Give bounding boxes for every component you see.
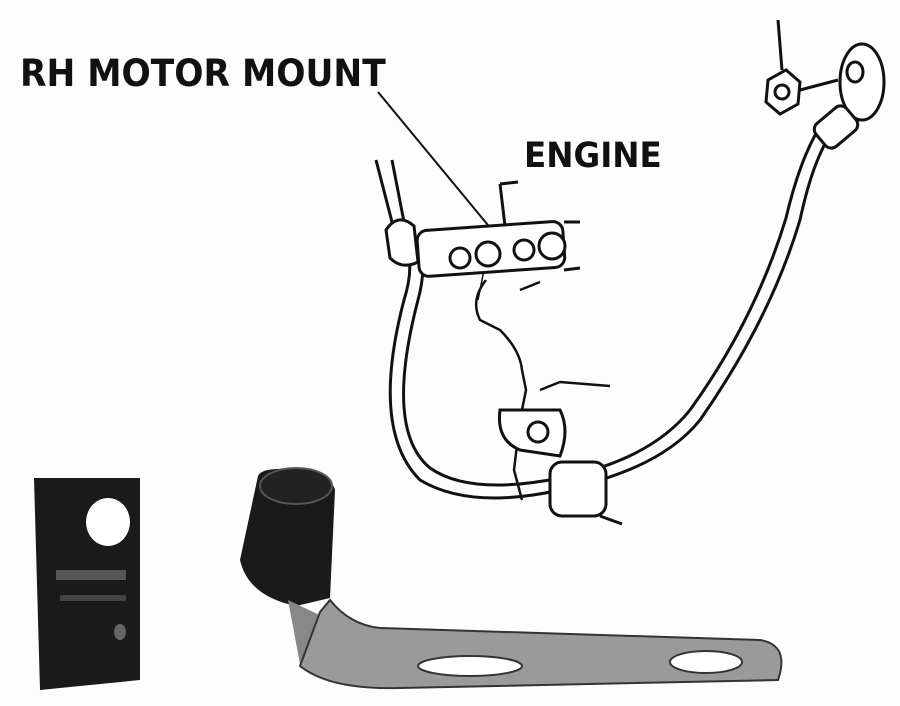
rh-motor-mount-label: RH MOTOR MOUNT [20,52,386,95]
motor-mount-leader-line [377,91,493,231]
engine-outline [474,279,611,501]
hex-nut [764,19,839,116]
motor-mount-bracket [384,180,581,278]
p-clamp-part [34,478,140,690]
engine-label: ENGINE [524,136,662,176]
bracket-strap-part [240,467,783,690]
lower-clamp [497,408,623,526]
terminal-eye [812,42,886,150]
